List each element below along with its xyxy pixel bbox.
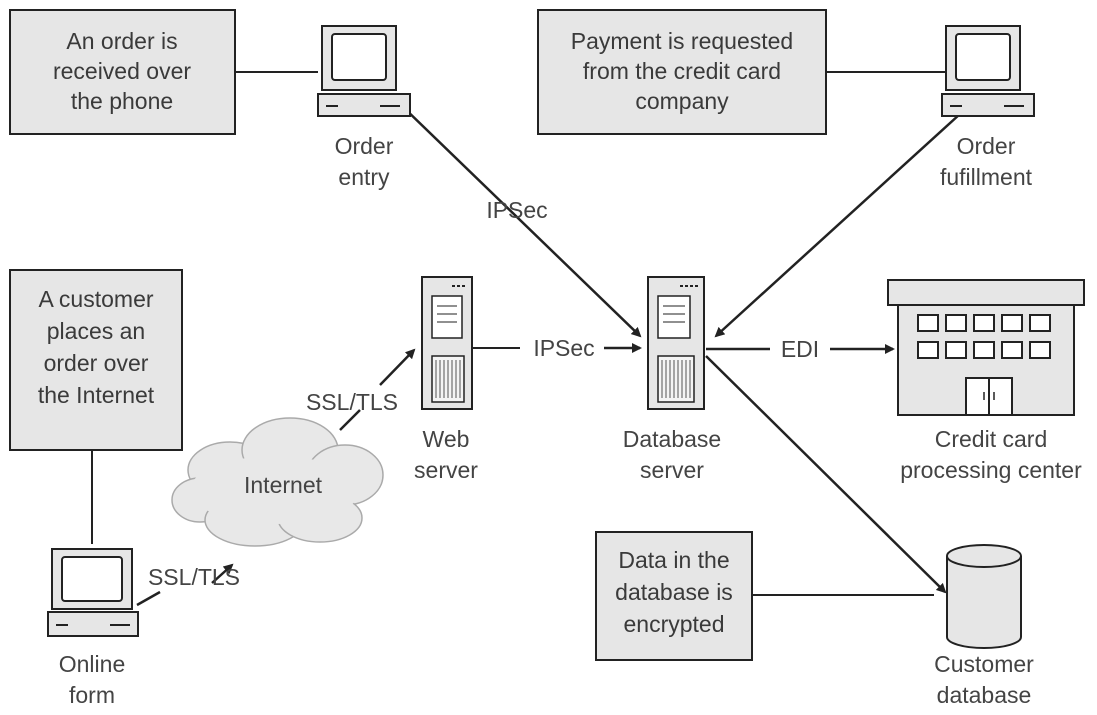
internet-label: Internet bbox=[244, 472, 323, 498]
svg-text:Order: Order bbox=[335, 133, 394, 159]
payment-note: Payment is requested from the credit car… bbox=[537, 9, 827, 135]
svg-text:received over: received over bbox=[53, 58, 191, 84]
svg-text:fufillment: fufillment bbox=[940, 164, 1033, 190]
order-entry-label: Order entry bbox=[335, 133, 394, 190]
customer-order-note: A customer places an order over the Inte… bbox=[9, 269, 183, 451]
svg-text:form: form bbox=[69, 682, 115, 708]
svg-text:entry: entry bbox=[338, 164, 390, 190]
svg-text:the phone: the phone bbox=[71, 88, 173, 114]
svg-text:server: server bbox=[640, 457, 704, 483]
form-to-ssl-line bbox=[136, 590, 161, 607]
svg-text:database: database bbox=[937, 682, 1032, 708]
order-entry-computer-icon bbox=[317, 25, 411, 117]
svg-text:server: server bbox=[414, 457, 478, 483]
phone-order-note: An order is received over the phone bbox=[9, 9, 236, 135]
db-to-customer-db-arrow bbox=[705, 355, 947, 594]
credit-center-building-icon bbox=[887, 279, 1085, 416]
svg-text:An order is: An order is bbox=[66, 28, 177, 54]
svg-text:from the credit card: from the credit card bbox=[583, 58, 781, 84]
database-server-icon bbox=[647, 276, 705, 410]
svg-text:encrypted: encrypted bbox=[623, 611, 724, 637]
svg-text:order over: order over bbox=[44, 350, 149, 376]
cloud-to-ssl-line bbox=[339, 409, 361, 431]
svg-text:Customer: Customer bbox=[934, 651, 1034, 677]
svg-text:A customer: A customer bbox=[38, 286, 153, 312]
svg-text:Online: Online bbox=[59, 651, 125, 677]
ssl-form-arrow bbox=[211, 563, 234, 584]
order-fulfillment-label: Order fufillment bbox=[940, 133, 1033, 190]
ipsec-order-entry-label: IPSec bbox=[486, 197, 547, 223]
ssl-web-arrow bbox=[379, 348, 416, 386]
svg-text:company: company bbox=[635, 88, 729, 114]
database-server-label: Database server bbox=[623, 426, 721, 483]
svg-text:Order: Order bbox=[957, 133, 1016, 159]
fulfillment-to-db-arrow bbox=[714, 113, 961, 338]
order-fulfillment-computer-icon bbox=[941, 25, 1035, 117]
ipsec-web-db-label: IPSec bbox=[533, 335, 594, 361]
ssl-form-label: SSL/TLS bbox=[148, 564, 240, 590]
online-form-label: Online form bbox=[59, 651, 125, 708]
svg-text:places an: places an bbox=[47, 318, 145, 344]
svg-text:database is: database is bbox=[615, 579, 733, 605]
credit-center-label: Credit card processing center bbox=[900, 426, 1082, 483]
encrypted-note: Data in the database is encrypted bbox=[595, 531, 753, 661]
web-server-label: Web server bbox=[414, 426, 478, 483]
edi-label: EDI bbox=[781, 336, 819, 362]
online-form-computer-icon bbox=[47, 548, 139, 637]
ipsec-order-entry-arrow bbox=[399, 103, 642, 338]
customer-database-icon bbox=[946, 544, 1022, 649]
svg-text:Payment is requested: Payment is requested bbox=[571, 28, 793, 54]
svg-text:Web: Web bbox=[423, 426, 470, 452]
svg-text:the Internet: the Internet bbox=[38, 382, 155, 408]
web-server-icon bbox=[421, 276, 473, 410]
svg-text:Database: Database bbox=[623, 426, 721, 452]
customer-database-label: Customer database bbox=[934, 651, 1034, 708]
svg-text:processing center: processing center bbox=[900, 457, 1082, 483]
internet-cloud-icon bbox=[171, 417, 384, 547]
svg-text:Data in the: Data in the bbox=[618, 547, 729, 573]
svg-text:Credit card: Credit card bbox=[935, 426, 1047, 452]
ssl-web-label: SSL/TLS bbox=[306, 389, 398, 415]
